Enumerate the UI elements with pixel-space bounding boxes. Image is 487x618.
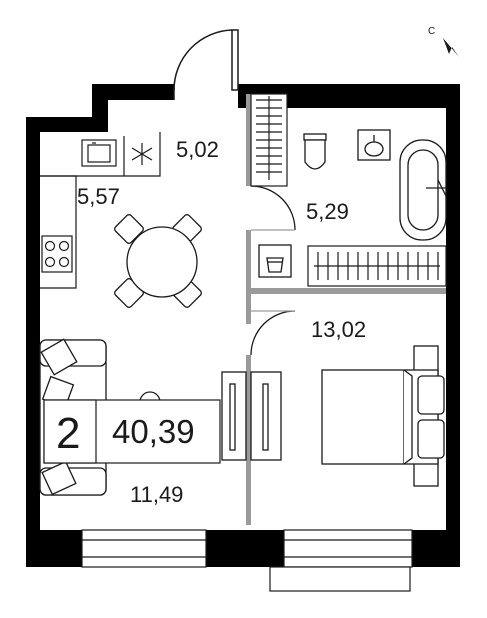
- bathtub-icon: [399, 139, 447, 241]
- snowflake-icon: [131, 143, 153, 165]
- compass-label: С: [428, 26, 435, 37]
- compass: С: [428, 26, 459, 57]
- sink-icon: [357, 129, 391, 161]
- bed: [321, 345, 445, 487]
- bathroom-fixtures: [258, 129, 447, 278]
- stove-icon: [41, 235, 73, 273]
- bathroom-area: 5,29: [306, 199, 349, 224]
- dining-table: [114, 214, 202, 308]
- entrance-door: [173, 29, 239, 100]
- hallway-wardrobe: [250, 93, 288, 187]
- north-arrow-icon: [443, 38, 459, 57]
- kitchen-area: 5,57: [77, 184, 120, 209]
- bathroom-storage: [307, 245, 447, 287]
- washing-machine-icon: [258, 244, 292, 278]
- kitchen-counter: [40, 132, 161, 289]
- apartment-badge: 2 40,39: [43, 399, 221, 464]
- windows: [81, 529, 413, 592]
- total-area: 40,39: [112, 413, 195, 450]
- bedroom-area: 13,02: [311, 317, 366, 342]
- kitchen-sink-icon: [81, 139, 117, 167]
- rooms-count: 2: [56, 409, 80, 458]
- hallway-area: 5,02: [176, 137, 219, 162]
- tv-stand: [221, 371, 282, 461]
- interior-doors: [250, 185, 296, 356]
- toilet-icon: [303, 133, 327, 170]
- living-area: 11,49: [130, 482, 183, 507]
- interior-walls: [246, 94, 446, 525]
